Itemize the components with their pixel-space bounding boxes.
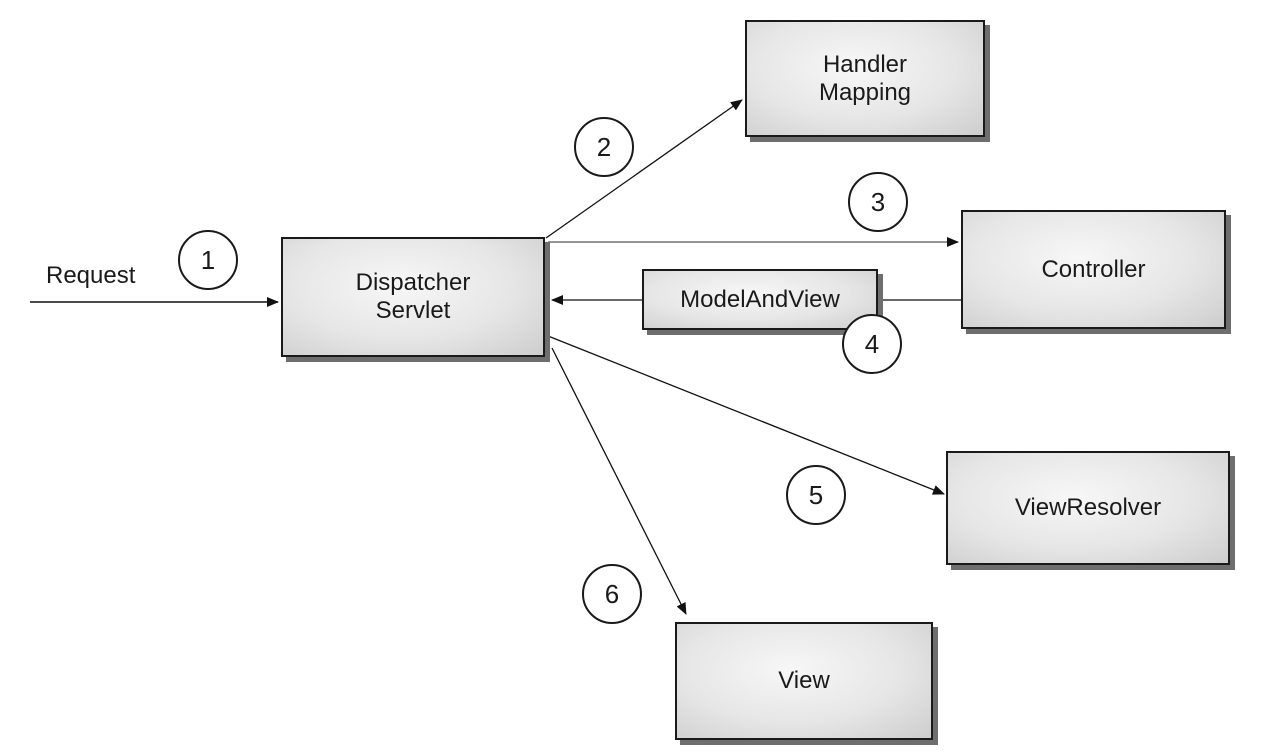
step-1-marker: 1	[178, 230, 238, 290]
view-label: View	[778, 667, 830, 694]
request-label: Request	[46, 262, 136, 289]
view-box: View	[675, 622, 933, 740]
step-3-marker: 3	[848, 172, 908, 232]
view-resolver-label: ViewResolver	[1014, 494, 1162, 521]
view-resolver-box: ViewResolver	[946, 451, 1230, 565]
model-and-view-box: ModelAndView	[642, 269, 878, 330]
view-resolver-arrow	[547, 335, 945, 495]
handler-mapping-box: Handler Mapping	[745, 20, 985, 137]
controller-box: Controller	[961, 210, 1226, 329]
step-4-marker: 4	[842, 314, 902, 374]
step-2-marker: 2	[574, 117, 634, 177]
model-and-view-label: ModelAndView	[680, 285, 840, 313]
view-arrow	[551, 347, 687, 615]
step-6-marker: 6	[582, 564, 642, 624]
handler-mapping-arrow	[545, 99, 743, 239]
handler-mapping-label: Handler Mapping	[818, 50, 912, 106]
dispatcher-servlet-box: Dispatcher Servlet	[281, 237, 545, 357]
dispatcher-servlet-label: Dispatcher Servlet	[355, 269, 471, 324]
step-5-marker: 5	[786, 465, 846, 525]
controller-label: Controller	[1041, 255, 1146, 283]
